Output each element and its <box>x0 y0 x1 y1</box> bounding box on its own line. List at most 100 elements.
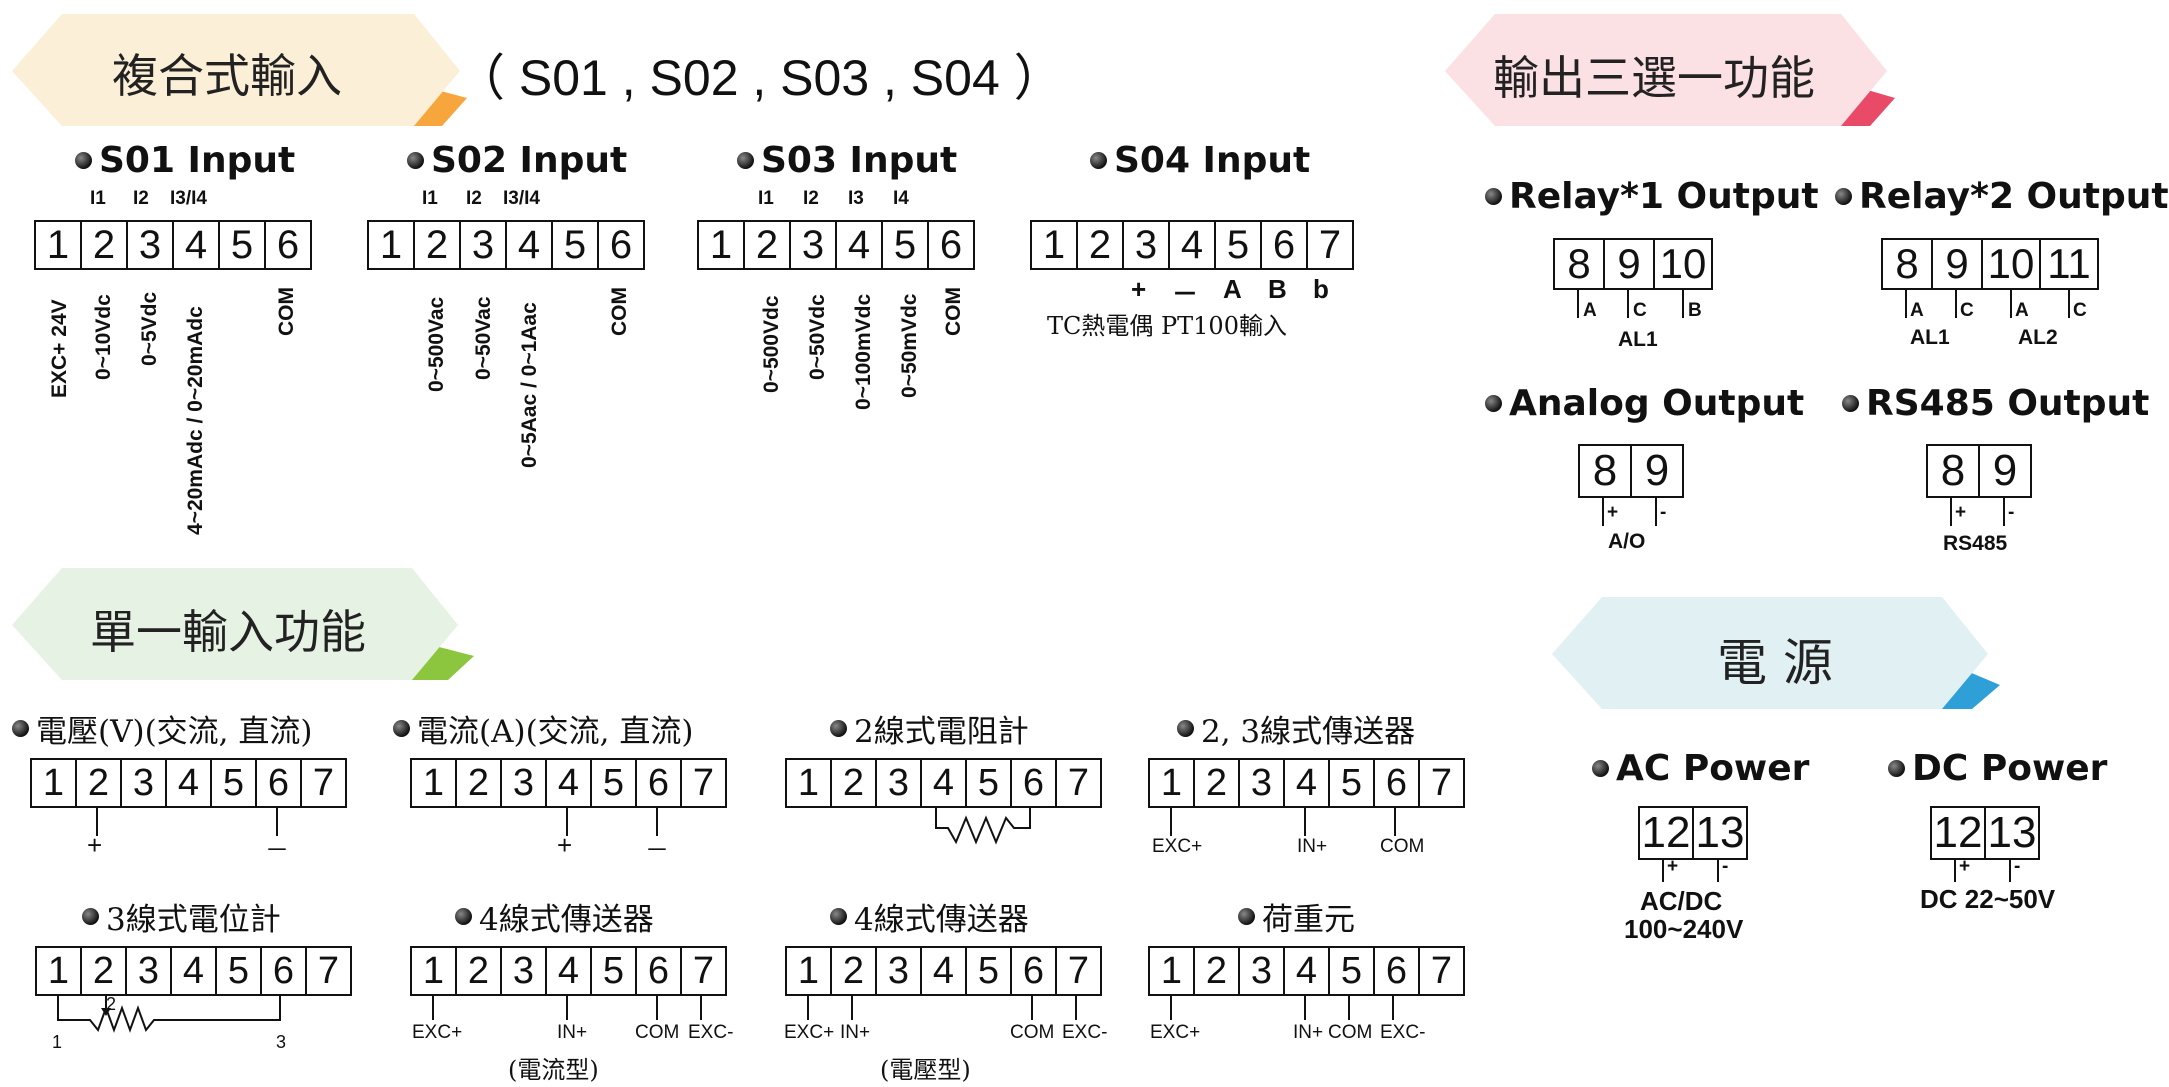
tx4v-title-text: 4線式傳送器 <box>854 902 1029 938</box>
terminal: 5 <box>590 948 635 994</box>
resistance-terminal-block: 1 2 3 4 5 6 7 <box>785 758 1102 808</box>
relay2-group-al2: AL2 <box>2018 326 2058 349</box>
lead-line <box>566 808 568 836</box>
lead-line <box>1304 808 1306 836</box>
load-label-com: COM <box>1328 1022 1373 1043</box>
tx4a-label-com: COM <box>635 1022 680 1043</box>
terminal: 1 <box>797 761 820 804</box>
s02-top-i3i4: I3/I4 <box>503 188 540 209</box>
lead-line <box>1662 860 1664 882</box>
tx4a-label-excminus: EXC- <box>688 1022 734 1043</box>
load-terminal-block: 1 2 3 4 5 6 7 <box>1148 946 1465 996</box>
s04-mark-plus: + <box>1131 274 1147 304</box>
terminal: 1 <box>422 761 445 804</box>
tx23-label-exc: EXC+ <box>1152 836 1203 857</box>
current-plus: + <box>557 830 573 860</box>
terminal: 6 <box>1010 760 1055 806</box>
banner-single-input: 單一輸入功能 <box>12 568 474 680</box>
tx4v-label-com: COM <box>1010 1022 1055 1043</box>
tx4a-title-text: 4線式傳送器 <box>479 902 654 938</box>
tx4a-label-exc: EXC+ <box>412 1022 463 1043</box>
terminal: 7 <box>300 760 345 806</box>
s02-terminal-block: 1 2 3 4 5 6 <box>367 220 645 270</box>
ac-line2: 100~240V <box>1624 914 1744 944</box>
s03-title: S03 Input <box>737 140 957 181</box>
s01-top-i2: I2 <box>133 188 149 209</box>
relay2-pin-c2: C <box>2073 300 2087 321</box>
s01-title-text: S01 Input <box>99 140 296 181</box>
terminal: 5 <box>551 222 597 268</box>
relay1-group: AL1 <box>1618 328 1658 351</box>
s03-top-i1: I1 <box>758 188 774 209</box>
terminal: 5 <box>210 760 255 806</box>
terminal: 5 <box>215 948 260 994</box>
lead-line <box>1304 996 1306 1020</box>
banner-power: 電 源 <box>1552 597 2002 709</box>
terminal: 3 <box>875 760 920 806</box>
analog-title-text: Analog Output <box>1509 383 1805 424</box>
ac-title-text: AC Power <box>1616 748 1810 789</box>
s03-terminal-block: 1 2 3 4 5 6 <box>697 220 975 270</box>
load-label-in: IN+ <box>1293 1022 1324 1043</box>
relay2-pin-a1: A <box>1910 300 1924 321</box>
tx4a-type: (電流型) <box>508 1056 599 1084</box>
bullet-icon <box>1238 908 1255 925</box>
pot3-pin1: 1 <box>52 1032 63 1052</box>
lead-line <box>276 808 278 836</box>
terminal: 2 <box>1076 222 1122 268</box>
relay2-group-al1: AL1 <box>1910 326 1950 349</box>
tx23-title: 2, 3線式傳送器 <box>1177 706 1415 751</box>
terminal: 5 <box>965 948 1010 994</box>
bullet-icon <box>75 152 92 169</box>
terminal: 1 <box>422 949 445 992</box>
terminal: 6 <box>1373 948 1418 994</box>
tx4v-title: 4線式傳送器 <box>830 894 1029 939</box>
relay2-title: Relay*2 Output <box>1835 176 2169 217</box>
terminal: 7 <box>680 948 725 994</box>
terminal: 6 <box>1373 760 1418 806</box>
voltage-plus: + <box>87 830 103 860</box>
voltage-minus: － <box>265 837 289 864</box>
lead-line <box>566 996 568 1020</box>
terminal: 7 <box>1306 222 1352 268</box>
s03-top-i4: I4 <box>893 188 909 209</box>
load-label-exc: EXC+ <box>1150 1022 1201 1043</box>
relay1-terminal-block: 8 9 10 <box>1553 238 1713 290</box>
terminal: 5 <box>881 222 927 268</box>
terminal: 9 <box>1630 446 1682 496</box>
relay2-terminal-block: 8 9 10 11 <box>1881 238 2099 290</box>
lead-line <box>1170 808 1172 836</box>
pot3-pin3: 3 <box>276 1032 287 1052</box>
banner-single-title: 單一輸入功能 <box>90 605 366 659</box>
lead-line <box>1955 290 1957 318</box>
lead-line <box>1348 996 1350 1020</box>
terminal: 5 <box>1214 222 1260 268</box>
lead-line <box>96 808 98 836</box>
ac-title: AC Power <box>1592 748 1809 789</box>
s03-title-text: S03 Input <box>761 140 958 181</box>
terminal: 7 <box>1418 760 1463 806</box>
banner-power-title: 電 源 <box>1717 634 1833 692</box>
lead-line <box>432 996 434 1020</box>
terminal: 8 <box>1567 240 1591 287</box>
ac-pin-minus: - <box>1722 856 1729 877</box>
terminal: 2 <box>80 222 126 268</box>
terminal: 4 <box>1283 948 1328 994</box>
dc-line1: DC 22~50V <box>1920 884 2056 914</box>
analog-terminal-block: 8 9 <box>1578 444 1684 498</box>
lead-line <box>2010 290 2012 318</box>
terminal: 7 <box>1055 948 1100 994</box>
bullet-icon <box>1842 395 1859 412</box>
terminal: 9 <box>1603 240 1653 288</box>
s02-label-com: COM <box>608 287 631 336</box>
terminal: 1 <box>46 222 70 267</box>
s03-label-com: COM <box>942 287 965 336</box>
s04-note: TC熱電偶 PT100輸入 <box>1047 312 1287 340</box>
terminal: 8 <box>1940 446 1966 495</box>
lead-line <box>1577 290 1579 318</box>
bullet-icon <box>12 720 29 737</box>
terminal: 5 <box>590 760 635 806</box>
terminal: 4 <box>920 948 965 994</box>
terminal: 9 <box>1978 446 2030 496</box>
terminal: 1 <box>1042 222 1066 267</box>
